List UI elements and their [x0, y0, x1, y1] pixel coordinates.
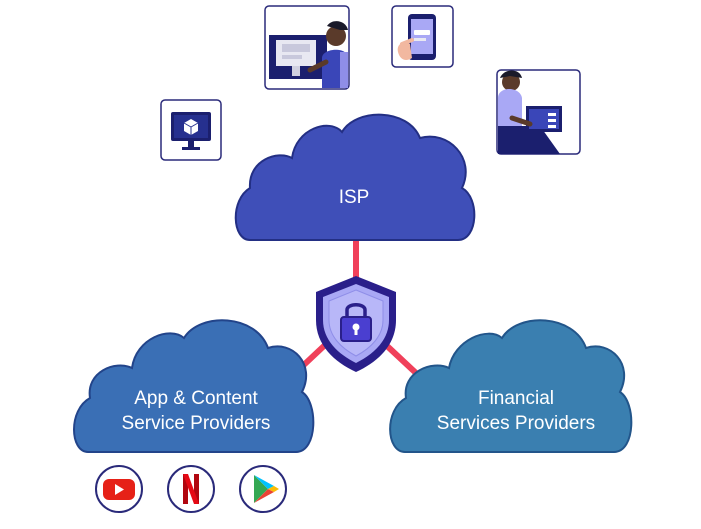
- monitor-cube-icon: [160, 99, 222, 161]
- google-play-icon: [239, 465, 287, 513]
- person-with-laptop-icon: [496, 69, 581, 155]
- app-cloud-shape: [73, 319, 315, 453]
- shield-lock-icon: [316, 276, 396, 372]
- isp-label: ISP: [339, 187, 370, 208]
- netflix-icon: [167, 465, 215, 513]
- youtube-icon: [95, 465, 143, 513]
- financial-cloud-line2: Services Providers: [437, 413, 595, 434]
- person-at-computer-icon: [264, 5, 350, 90]
- app-cloud: App & Content Service Providers: [73, 319, 315, 453]
- financial-cloud-shape: [389, 319, 633, 453]
- financial-cloud-line1: Financial: [478, 388, 554, 409]
- financial-cloud: Financial Services Providers: [389, 319, 633, 453]
- app-cloud-line2: Service Providers: [122, 413, 271, 434]
- isp-cloud-shape: [234, 113, 476, 241]
- app-cloud-line1: App & Content: [134, 388, 258, 409]
- isp-cloud: ISP: [234, 113, 476, 241]
- phone-in-hand-icon: [391, 5, 454, 68]
